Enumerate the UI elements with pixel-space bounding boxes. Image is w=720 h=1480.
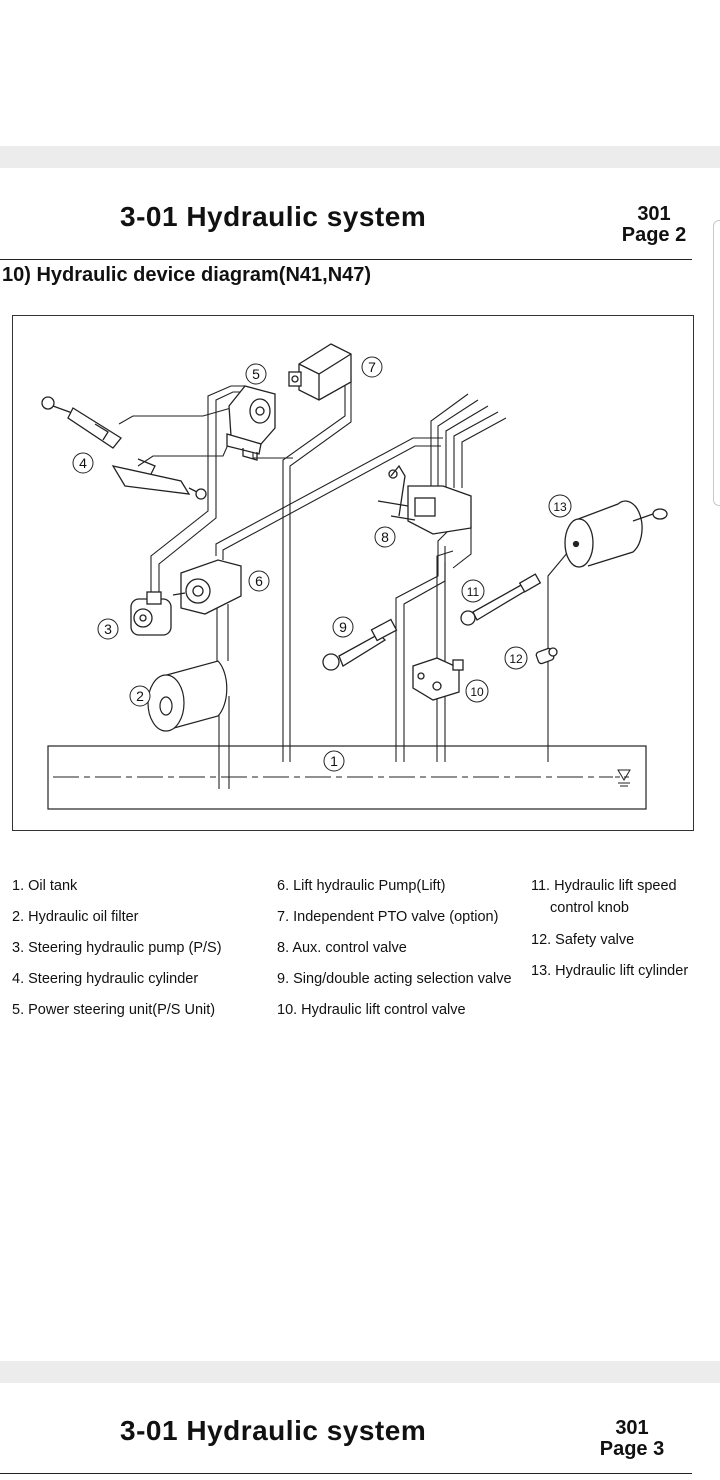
callout-markers: 1 2 3 4 5 6 7 8 9 10 11 12 13 [72,356,572,772]
callout-6: 6 [255,573,263,589]
steering-cylinder [41,396,207,500]
callout-13: 13 [553,500,567,514]
callout-4: 4 [79,455,87,471]
selection-valve [322,618,398,671]
header-rule [0,259,692,260]
callout-10: 10 [470,685,484,699]
lift-cylinder [564,500,668,568]
callout-8: 8 [381,529,389,545]
legend-item: 7. Independent PTO valve (option) [277,909,499,925]
legend-item: 2. Hydraulic oil filter [12,909,139,925]
next-page-title: 3-01 Hydraulic system [120,1415,427,1446]
page-gap-bottom [0,1361,720,1383]
steering-pump [130,591,172,636]
lift-pump [172,559,242,615]
scrollbar[interactable] [713,220,720,506]
fluid-level-symbol [617,769,631,787]
page-label: Page 2 [621,224,687,246]
safety-valve [535,647,558,665]
legend-item: 8. Aux. control valve [277,940,407,956]
callout-5: 5 [252,366,260,382]
legend-item: control knob [550,900,629,916]
legend-item: 1. Oil tank [12,878,78,894]
legend-item: 5. Power steering unit(P/S Unit) [12,1002,216,1018]
legend-item: 11. Hydraulic lift speed [531,878,677,894]
legend-item: 10. Hydraulic lift control valve [277,1002,466,1018]
oil-filter [147,660,228,732]
page-gap-top [0,146,720,168]
oil-tank [47,745,647,810]
hydraulic-pipes [118,376,574,789]
power-steering-unit [226,385,276,461]
page-number: 301 Page 2 [614,204,694,246]
legend-item: 6. Lift hydraulic Pump(Lift) [277,878,446,894]
lift-control-valve [412,657,464,701]
page-code: 301 [637,203,671,225]
callout-12: 12 [509,652,523,666]
legend-item: 13. Hydraulic lift cylinder [531,963,689,979]
speed-control-knob [460,573,542,626]
next-page-code: 301 [615,1417,649,1439]
callout-2: 2 [136,688,144,704]
next-page-label: Page 3 [599,1438,665,1460]
legend-item: 3. Steering hydraulic pump (P/S) [12,940,222,956]
callout-7: 7 [368,359,376,375]
page-title: 3-01 Hydraulic system [120,201,427,232]
legend-item: 9. Sing/double acting selection valve [277,971,512,987]
callout-9: 9 [339,619,347,635]
callout-1: 1 [330,753,338,769]
callout-3: 3 [104,621,112,637]
aux-control-valve [377,464,472,535]
legend-item: 4. Steering hydraulic cylinder [12,971,199,987]
legend-item: 12. Safety valve [531,932,635,948]
next-page-number: 301 Page 3 [592,1418,672,1460]
section-title: 10) Hydraulic device diagram(N41,N47) [2,264,372,286]
pto-valve [288,343,352,401]
callout-11: 11 [467,585,480,599]
hydraulic-diagram: 1 2 3 4 5 6 7 8 9 10 11 12 13 [12,315,694,831]
next-header-rule [0,1473,692,1474]
